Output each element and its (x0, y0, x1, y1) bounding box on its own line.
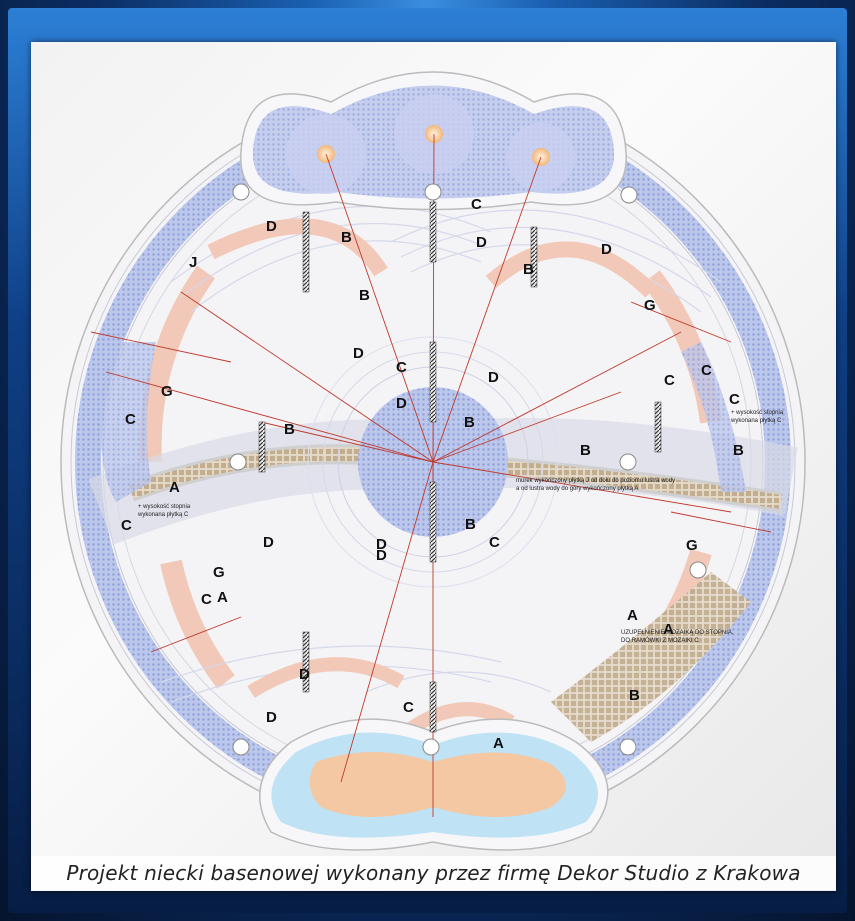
zone-label-d: D (601, 241, 612, 258)
zone-label-c: C (403, 699, 414, 716)
zone-label-d: D (488, 369, 499, 386)
zone-label-c: C (701, 362, 712, 379)
zone-label-d: D (353, 345, 364, 362)
zone-label-d: D (299, 666, 310, 683)
zone-label-b: B (465, 516, 476, 533)
photo-caption: Projekt niecki basenowej wykonany przez … (31, 856, 836, 890)
zone-label-c: C (664, 372, 675, 389)
pool-plan-drawing: CDBDBJBDGDCDDBCCGCBCBBACDDDBCGGCAAABDDCA… (60, 71, 806, 851)
svg-text:wykonana płytką C: wykonana płytką C (137, 512, 189, 518)
zone-label-d: D (266, 218, 277, 235)
step-band-g-left (139, 265, 216, 463)
zone-label-c: C (125, 411, 136, 428)
zone-label-a: A (627, 607, 638, 624)
svg-text:+ wysokość stopnia: + wysokość stopnia (138, 504, 191, 510)
zone-label-b: B (284, 421, 295, 438)
zone-label-c: C (396, 359, 407, 376)
zone-label-b: B (341, 229, 352, 246)
svg-text:wykonana płytką C: wykonana płytką C (730, 418, 782, 424)
zone-label-g: G (213, 564, 225, 581)
zone-label-b: B (580, 442, 591, 459)
svg-text:a od lustra wody do góry wykoń: a od lustra wody do góry wykończony płyt… (516, 486, 638, 492)
zone-label-a: A (169, 479, 180, 496)
zone-label-j: J (189, 254, 197, 271)
zone-label-d: D (376, 536, 387, 553)
svg-text:+ wysokość stopnia: + wysokość stopnia (731, 410, 784, 416)
zone-label-g: G (161, 383, 173, 400)
note-right-top: + wysokość stopnia wykonana płytką C (730, 410, 784, 424)
zone-label-b: B (523, 261, 534, 278)
zone-label-c: C (121, 517, 132, 534)
svg-text:murek wykończony płytką J od d: murek wykończony płytką J od dołu do poz… (516, 478, 675, 484)
zone-label-d: D (263, 534, 274, 551)
svg-text:DO RAMÓWKI Z MOZAIKI C: DO RAMÓWKI Z MOZAIKI C (621, 637, 699, 644)
zone-label-a: A (663, 621, 674, 638)
zone-label-a: A (217, 589, 228, 606)
note-mosaic: UZUPEŁNIENIE MOZAIKĄ DO STOPNIA, DO RAMÓ… (621, 630, 734, 644)
zone-label-c: C (729, 391, 740, 408)
zone-label-c: C (201, 591, 212, 608)
note-center-right: murek wykończony płytką J od dołu do poz… (516, 478, 675, 492)
zone-label-d: D (396, 395, 407, 412)
zone-label-c: C (489, 534, 500, 551)
mosaic-infill-region (551, 572, 751, 742)
zone-label-d: D (266, 709, 277, 726)
zone-label-g: G (644, 297, 656, 314)
zone-label-a: A (493, 735, 504, 752)
svg-text:UZUPEŁNIENIE MOZAIKĄ DO STOPNI: UZUPEŁNIENIE MOZAIKĄ DO STOPNIA, (621, 630, 734, 636)
shallow-zone (309, 752, 566, 817)
note-left-mid: + wysokość stopnia wykonana płytką C (137, 504, 191, 518)
zone-label-b: B (733, 442, 744, 459)
zone-label-b: B (464, 414, 475, 431)
zone-label-d: D (476, 234, 487, 251)
zone-label-c: C (471, 196, 482, 213)
zone-label-b: B (359, 287, 370, 304)
ladder-points (229, 183, 707, 756)
zone-label-d: D (376, 547, 387, 564)
zone-label-g: G (686, 537, 698, 554)
dimension-bars (258, 201, 662, 733)
measurement-lines (90, 133, 772, 817)
zone-label-b: B (629, 687, 640, 704)
